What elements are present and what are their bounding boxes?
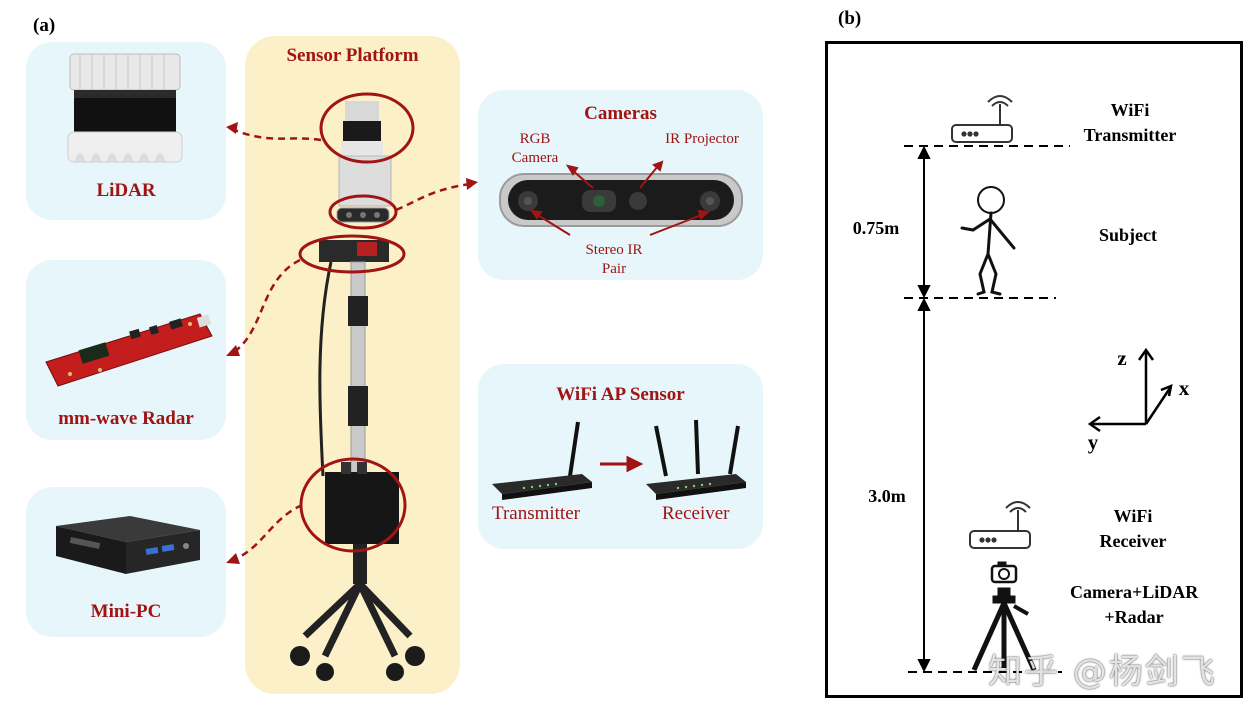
distance-bottom-label: 3.0m (868, 486, 906, 506)
lidar-image (67, 53, 183, 163)
cameras-title: Cameras (584, 103, 657, 124)
minipc-arrowhead (226, 553, 240, 564)
camera-connector (395, 182, 471, 212)
wifi-transmitter-label: WiFi Transmitter (1083, 100, 1177, 145)
sensor-platform-image (290, 101, 425, 681)
camera-highlight-ellipse (328, 194, 398, 230)
lidar-connector (231, 127, 322, 142)
axis-x-label: x (1178, 376, 1190, 400)
radar-highlight-ellipse (298, 234, 406, 274)
radar-arrowhead (226, 345, 240, 356)
lidar-highlight-ellipse (319, 92, 415, 164)
subject-figure-icon (960, 186, 1016, 296)
axis-z-label: z (1117, 346, 1127, 370)
distance-top-label: 0.75m (852, 218, 900, 238)
camera-arrowhead (466, 178, 478, 190)
transmitter-label: Transmitter (492, 503, 580, 524)
stereo-ir-label: Stereo IR Pair (585, 242, 643, 277)
radar-title: mm-wave Radar (58, 408, 194, 429)
scene-frame (825, 41, 1243, 698)
axis-y-label: y (1087, 430, 1099, 454)
receiver-label: Receiver (662, 503, 730, 524)
rgb-camera-label: RGB Camera (511, 131, 559, 166)
minipc-highlight-ellipse (299, 457, 407, 553)
receiver-router-icon (646, 419, 746, 500)
wifi-transmitter-icon (951, 95, 1013, 143)
depth-camera-image (499, 160, 743, 236)
camera-tripod-icon (971, 561, 1037, 672)
connector-overlay (226, 92, 478, 564)
lidar-arrowhead (226, 122, 238, 134)
wifi-receiver-label: WiFi Receiver (1099, 506, 1167, 551)
transmitter-router-icon (492, 421, 592, 500)
scene-diagram (904, 95, 1173, 673)
minipc-title: Mini-PC (90, 601, 162, 622)
minipc-connector (233, 503, 303, 562)
lidar-title: LiDAR (96, 180, 156, 201)
wifi-receiver-icon (969, 501, 1031, 549)
ir-projector-label: IR Projector (665, 131, 739, 147)
panel-b-label: (b) (838, 8, 862, 29)
minipc-image (56, 516, 200, 574)
panel-a-label: (a) (33, 15, 56, 36)
radar-connector (233, 258, 301, 354)
wifi-routers-image (492, 419, 746, 500)
sensor-platform-title: Sensor Platform (286, 45, 419, 66)
wifi-ap-card (478, 364, 763, 549)
coordinate-axes (1087, 347, 1173, 433)
watermark: 知乎 @杨剑飞 (988, 652, 1217, 692)
sensor-stack-label: Camera+LiDAR +Radar (1070, 582, 1199, 627)
wifi-ap-title: WiFi AP Sensor (556, 384, 685, 405)
subject-label: Subject (1099, 225, 1157, 245)
radar-board-image (45, 313, 213, 387)
